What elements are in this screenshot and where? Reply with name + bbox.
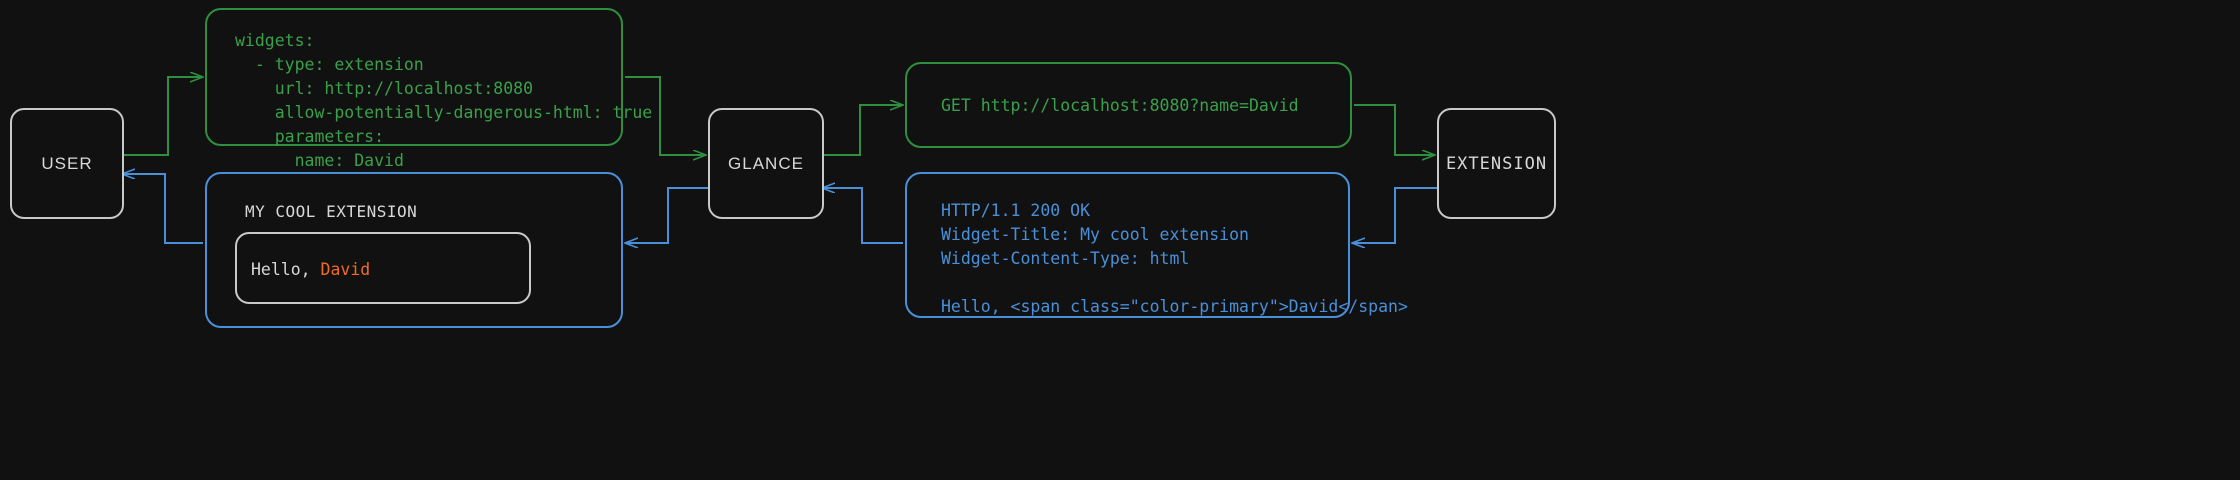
http-request-panel: GET http://localhost:8080?name=David [905,62,1352,148]
http-request-code: GET http://localhost:8080?name=David [941,96,1299,115]
widget-content-box: Hello, David [235,232,531,304]
http-response-code: HTTP/1.1 200 OK Widget-Title: My cool ex… [941,201,1408,316]
node-glance-label: GLANCE [728,153,804,173]
wire-glance-to-request [820,105,903,156]
wire-request-to-extension [1354,104,1435,155]
node-extension[interactable]: EXTENSION [1437,108,1556,219]
widget-greeting-text: Hello, David [251,260,370,279]
wire-user-to-config [120,77,203,156]
widget-greeting-prefix: Hello, [251,260,321,279]
widget-name-value: David [320,260,371,279]
widget-title: MY COOL EXTENSION [245,202,418,221]
node-extension-label: EXTENSION [1445,153,1548,174]
config-yaml-panel: widgets: - type: extension url: http://l… [205,8,652,170]
rendered-widget-panel: MY COOL EXTENSION Hello, David [205,172,623,328]
http-response-panel: HTTP/1.1 200 OK Widget-Title: My cool ex… [905,172,1408,318]
config-yaml-code: widgets: - type: extension url: http://l… [235,31,653,170]
node-user-label: USER [41,153,93,173]
node-glance[interactable]: GLANCE [708,108,824,219]
wire-widget-to-user [122,174,203,244]
node-user[interactable]: USER [10,108,124,219]
wire-response-to-glance [822,188,903,244]
wire-glance-to-widget [625,187,708,243]
